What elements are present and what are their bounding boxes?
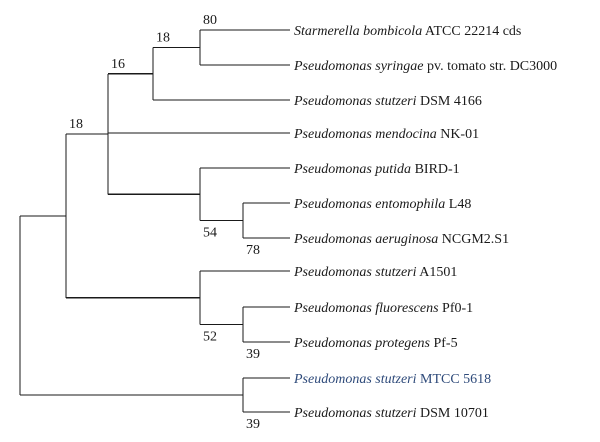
leaf-strain: Pf0-1	[439, 301, 474, 316]
leaf-label: Pseudomonas stutzeri DSM 10701	[293, 406, 489, 421]
leaf-species: Pseudomonas syringae	[293, 59, 424, 74]
leaf-species: Pseudomonas entomophila	[293, 197, 445, 212]
leaf-label: Pseudomonas stutzeri MTCC 5618	[293, 372, 491, 387]
leaf-strain: Pf-5	[430, 336, 458, 351]
leaf-species: Pseudomonas aeruginosa	[293, 232, 438, 247]
support-value-n39a: 39	[246, 347, 260, 362]
leaf-label: Pseudomonas putida BIRD-1	[293, 162, 460, 177]
leaf-label: Pseudomonas entomophila L48	[293, 197, 471, 212]
leaf-label: Pseudomonas aeruginosa NCGM2.S1	[293, 232, 509, 247]
leaf-strain: L48	[445, 197, 471, 212]
leaf-labels: Starmerella bombicola ATCC 22214 cdsPseu…	[293, 24, 557, 421]
leaf-species: Pseudomonas stutzeri	[293, 94, 417, 109]
leaf-strain: MTCC 5618	[417, 372, 492, 387]
support-value-n18a: 18	[69, 117, 83, 132]
leaf-species: Pseudomonas mendocina	[293, 127, 437, 142]
leaf-strain: DSM 10701	[417, 406, 489, 421]
support-value-n52: 52	[203, 330, 217, 345]
support-value-n78: 78	[246, 243, 260, 258]
leaf-strain: DSM 4166	[417, 94, 482, 109]
support-values: 18 16 18 80 54 78 52 39 39	[69, 13, 260, 432]
leaf-strain: BIRD-1	[411, 162, 460, 177]
leaf-strain: A1501	[417, 265, 458, 280]
leaf-label: Starmerella bombicola ATCC 22214 cds	[294, 24, 521, 39]
leaf-strain: pv. tomato str. DC3000	[424, 59, 558, 74]
leaf-species: Pseudomonas stutzeri	[293, 265, 417, 280]
leaf-label: Pseudomonas mendocina NK-01	[293, 127, 479, 142]
leaf-species: Pseudomonas stutzeri	[293, 406, 417, 421]
support-value-n18b: 18	[156, 31, 170, 46]
leaf-strain: NK-01	[437, 127, 479, 142]
tree-branches	[19, 29, 290, 413]
leaf-species: Starmerella bombicola	[294, 24, 422, 39]
leaf-species: Pseudomonas putida	[293, 162, 411, 177]
leaf-label: Pseudomonas protegens Pf-5	[293, 336, 458, 351]
leaf-strain: NCGM2.S1	[438, 232, 509, 247]
leaf-strain: ATCC 22214 cds	[422, 24, 521, 39]
support-value-n54: 54	[203, 226, 217, 241]
leaf-species: Pseudomonas stutzeri	[293, 372, 417, 387]
leaf-label: Pseudomonas stutzeri DSM 4166	[293, 94, 482, 109]
support-value-n80: 80	[203, 13, 217, 28]
leaf-species: Pseudomonas protegens	[293, 336, 431, 351]
leaf-label: Pseudomonas syringae pv. tomato str. DC3…	[293, 59, 557, 74]
support-value-n16: 16	[111, 57, 125, 72]
leaf-species: Pseudomonas fluorescens	[293, 301, 439, 316]
support-value-n39b: 39	[246, 417, 260, 432]
leaf-label: Pseudomonas stutzeri A1501	[293, 265, 457, 280]
leaf-label: Pseudomonas fluorescens Pf0-1	[293, 301, 473, 316]
